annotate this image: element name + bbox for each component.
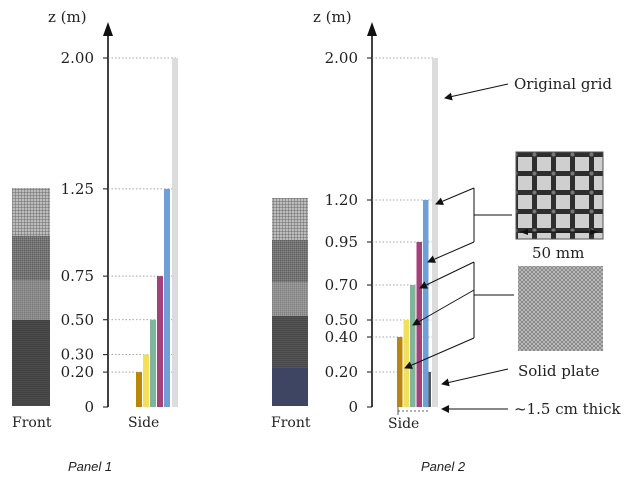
tick-label: 0 [84, 398, 94, 416]
height-bar [143, 354, 149, 407]
connector-arrow-icon [404, 337, 475, 369]
tick-label: 0.20 [325, 363, 358, 381]
tick-label: 0.75 [61, 267, 94, 285]
tick-label: 1.20 [325, 191, 358, 209]
connector-arrow-icon [419, 261, 475, 289]
fine-mesh-photo [518, 266, 603, 351]
height-bar [410, 285, 416, 407]
height-bar [403, 320, 409, 407]
connector-arrow-icon [412, 289, 475, 326]
height-bar [157, 276, 163, 407]
connector-arrow-icon [435, 187, 475, 205]
panel2-front-label: Front [271, 415, 311, 431]
tick-label: 0 [348, 398, 358, 416]
annotation-solid-plate: Solid plate [441, 362, 600, 387]
solid-plate-label: Solid plate [518, 362, 600, 380]
height-bar [164, 188, 170, 407]
tick-label: 0.50 [325, 311, 358, 329]
panel2-bars [397, 200, 429, 407]
panel2-ticks: 0 0.20 0.400.50 0.70 0.95 1.20 2.00 [325, 49, 434, 416]
tick-label: 0.50 [61, 311, 94, 329]
tick-label: 0.40 [325, 328, 358, 346]
panel2-caption: Panel 2 [421, 459, 466, 474]
connector-coarse [427, 187, 512, 263]
panel1-axis-arrow-icon [103, 22, 113, 36]
panel1-caption: Panel 1 [68, 459, 113, 474]
height-bar [423, 200, 429, 407]
panel1-axis-label: z (m) [48, 8, 87, 26]
connector-fine [404, 261, 514, 369]
tick-label: 2.00 [61, 49, 94, 67]
panel2-axis-arrow-icon [367, 22, 377, 36]
height-bar [136, 372, 142, 407]
tick-label: 0.95 [325, 233, 358, 251]
annotation-thickness: ~1.5 cm thick [441, 400, 621, 418]
thickness-label: ~1.5 cm thick [514, 400, 621, 418]
tick-label: 0.70 [325, 276, 358, 294]
panel2-original-grid [432, 58, 438, 407]
solid-plate-arrow-icon [441, 368, 509, 387]
panel1-side-label: Side [128, 415, 159, 431]
panel1-original-grid [172, 58, 178, 407]
height-bar [397, 337, 403, 407]
panel1-front-photo [12, 188, 50, 406]
panel-2: z (m) 0 0.20 0.400.50 0.70 0.95 1.20 2.00 Fron… [271, 8, 621, 432]
original-grid-label: Original grid [514, 75, 612, 93]
height-bar [416, 242, 422, 407]
original-grid-arrow-icon [444, 83, 509, 101]
panel-1: z (m) 0 0.200.30 0.50 0.75 1.25 2.00 Front Si… [12, 8, 178, 431]
panel2-axis-label: z (m) [313, 8, 352, 26]
height-bar [150, 319, 156, 407]
tick-label: 1.25 [61, 180, 94, 198]
connector-arrow-icon [427, 241, 475, 263]
annotation-original-grid: Original grid [444, 75, 612, 101]
tick-label: 0.20 [61, 363, 94, 381]
panel2-side-label: Side [388, 416, 419, 432]
panel1-bars [136, 188, 170, 407]
panel2-front-photo [272, 198, 308, 406]
scale-arrow-icon [520, 229, 598, 235]
tick-label: 0.30 [61, 346, 94, 364]
panel1-front-label: Front [12, 415, 52, 431]
tick-label: 2.00 [325, 49, 358, 67]
diagram-canvas: z (m) 00.200.300.500.751.252.00 Front Si… [12, 8, 621, 432]
coarse-mesh-photo [515, 151, 604, 240]
mesh-size-label: 50 mm [532, 244, 584, 262]
